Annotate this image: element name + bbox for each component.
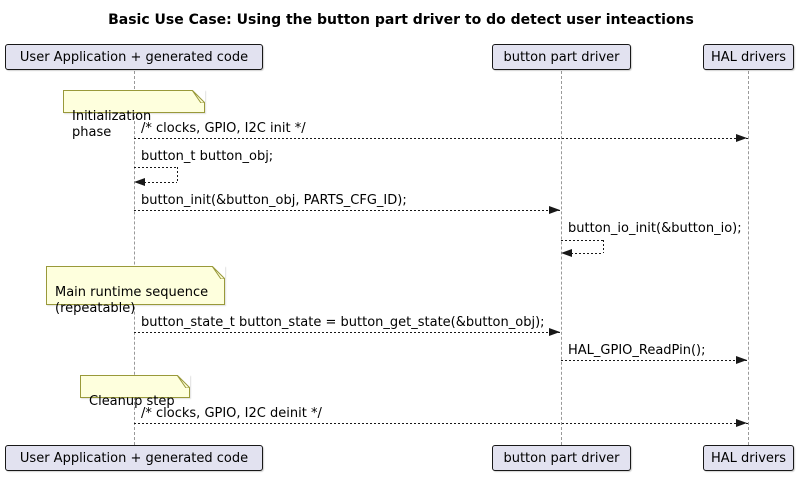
note-cleanup-step: Cleanup step <box>80 375 190 409</box>
diagram-title: Basic Use Case: Using the button part dr… <box>108 12 694 28</box>
participant-button-part-driver-top: button part driver <box>492 44 631 70</box>
note-text: Cleanup step <box>89 394 175 409</box>
lifeline-user-application <box>134 71 135 445</box>
self-message-line-top <box>134 167 177 168</box>
message-line-clocks-deinit <box>134 423 748 424</box>
message-line-button-init <box>134 210 561 211</box>
arrowhead-right-icon <box>736 419 747 427</box>
participant-user-application-top: User Application + generated code <box>5 44 263 70</box>
participant-hal-drivers-bottom: HAL drivers <box>703 445 794 471</box>
note-fold-icon <box>177 375 190 388</box>
note-text: Initialization phase <box>72 109 152 140</box>
participant-user-application-bottom: User Application + generated code <box>5 445 263 471</box>
self-message-line-right <box>177 167 178 182</box>
arrowhead-left-icon <box>134 178 145 186</box>
self-message-line-bottom <box>571 253 603 254</box>
message-label-button-obj-decl: button_t button_obj; <box>141 149 274 164</box>
message-label-clocks-init: /* clocks, GPIO, I2C init */ <box>141 121 306 136</box>
arrowhead-left-icon <box>561 249 572 257</box>
self-message-line-top <box>561 240 603 241</box>
participant-hal-drivers-top: HAL drivers <box>703 44 794 70</box>
note-text: Main runtime sequence (repeatable) <box>55 285 209 316</box>
message-label-button-io-init: button_io_init(&button_io); <box>568 221 742 236</box>
self-message-line-right <box>603 240 604 253</box>
message-label-button-init: button_init(&button_obj, PARTS_CFG_ID); <box>141 193 407 208</box>
note-initialization-phase: Initialization phase <box>63 90 205 140</box>
note-main-runtime-sequence: Main runtime sequence (repeatable) <box>46 266 225 316</box>
self-message-line-bottom <box>144 182 177 183</box>
lifeline-button-part-driver <box>561 71 562 445</box>
arrowhead-right-icon <box>736 134 747 142</box>
message-line-clocks-init <box>134 138 748 139</box>
note-fold-icon <box>212 266 225 279</box>
arrowhead-right-icon <box>549 206 560 214</box>
message-line-button-get-state <box>134 332 561 333</box>
arrowhead-right-icon <box>736 356 747 364</box>
participant-button-part-driver-bottom: button part driver <box>492 445 631 471</box>
message-label-clocks-deinit: /* clocks, GPIO, I2C deinit */ <box>141 406 322 421</box>
message-label-button-get-state: button_state_t button_state = button_get… <box>141 315 545 330</box>
message-label-hal-gpio-readpin: HAL_GPIO_ReadPin(); <box>568 343 706 358</box>
message-line-hal-gpio-readpin <box>561 360 748 361</box>
note-fold-icon <box>192 90 205 103</box>
lifeline-hal-drivers <box>748 71 749 445</box>
arrowhead-right-icon <box>549 328 560 336</box>
